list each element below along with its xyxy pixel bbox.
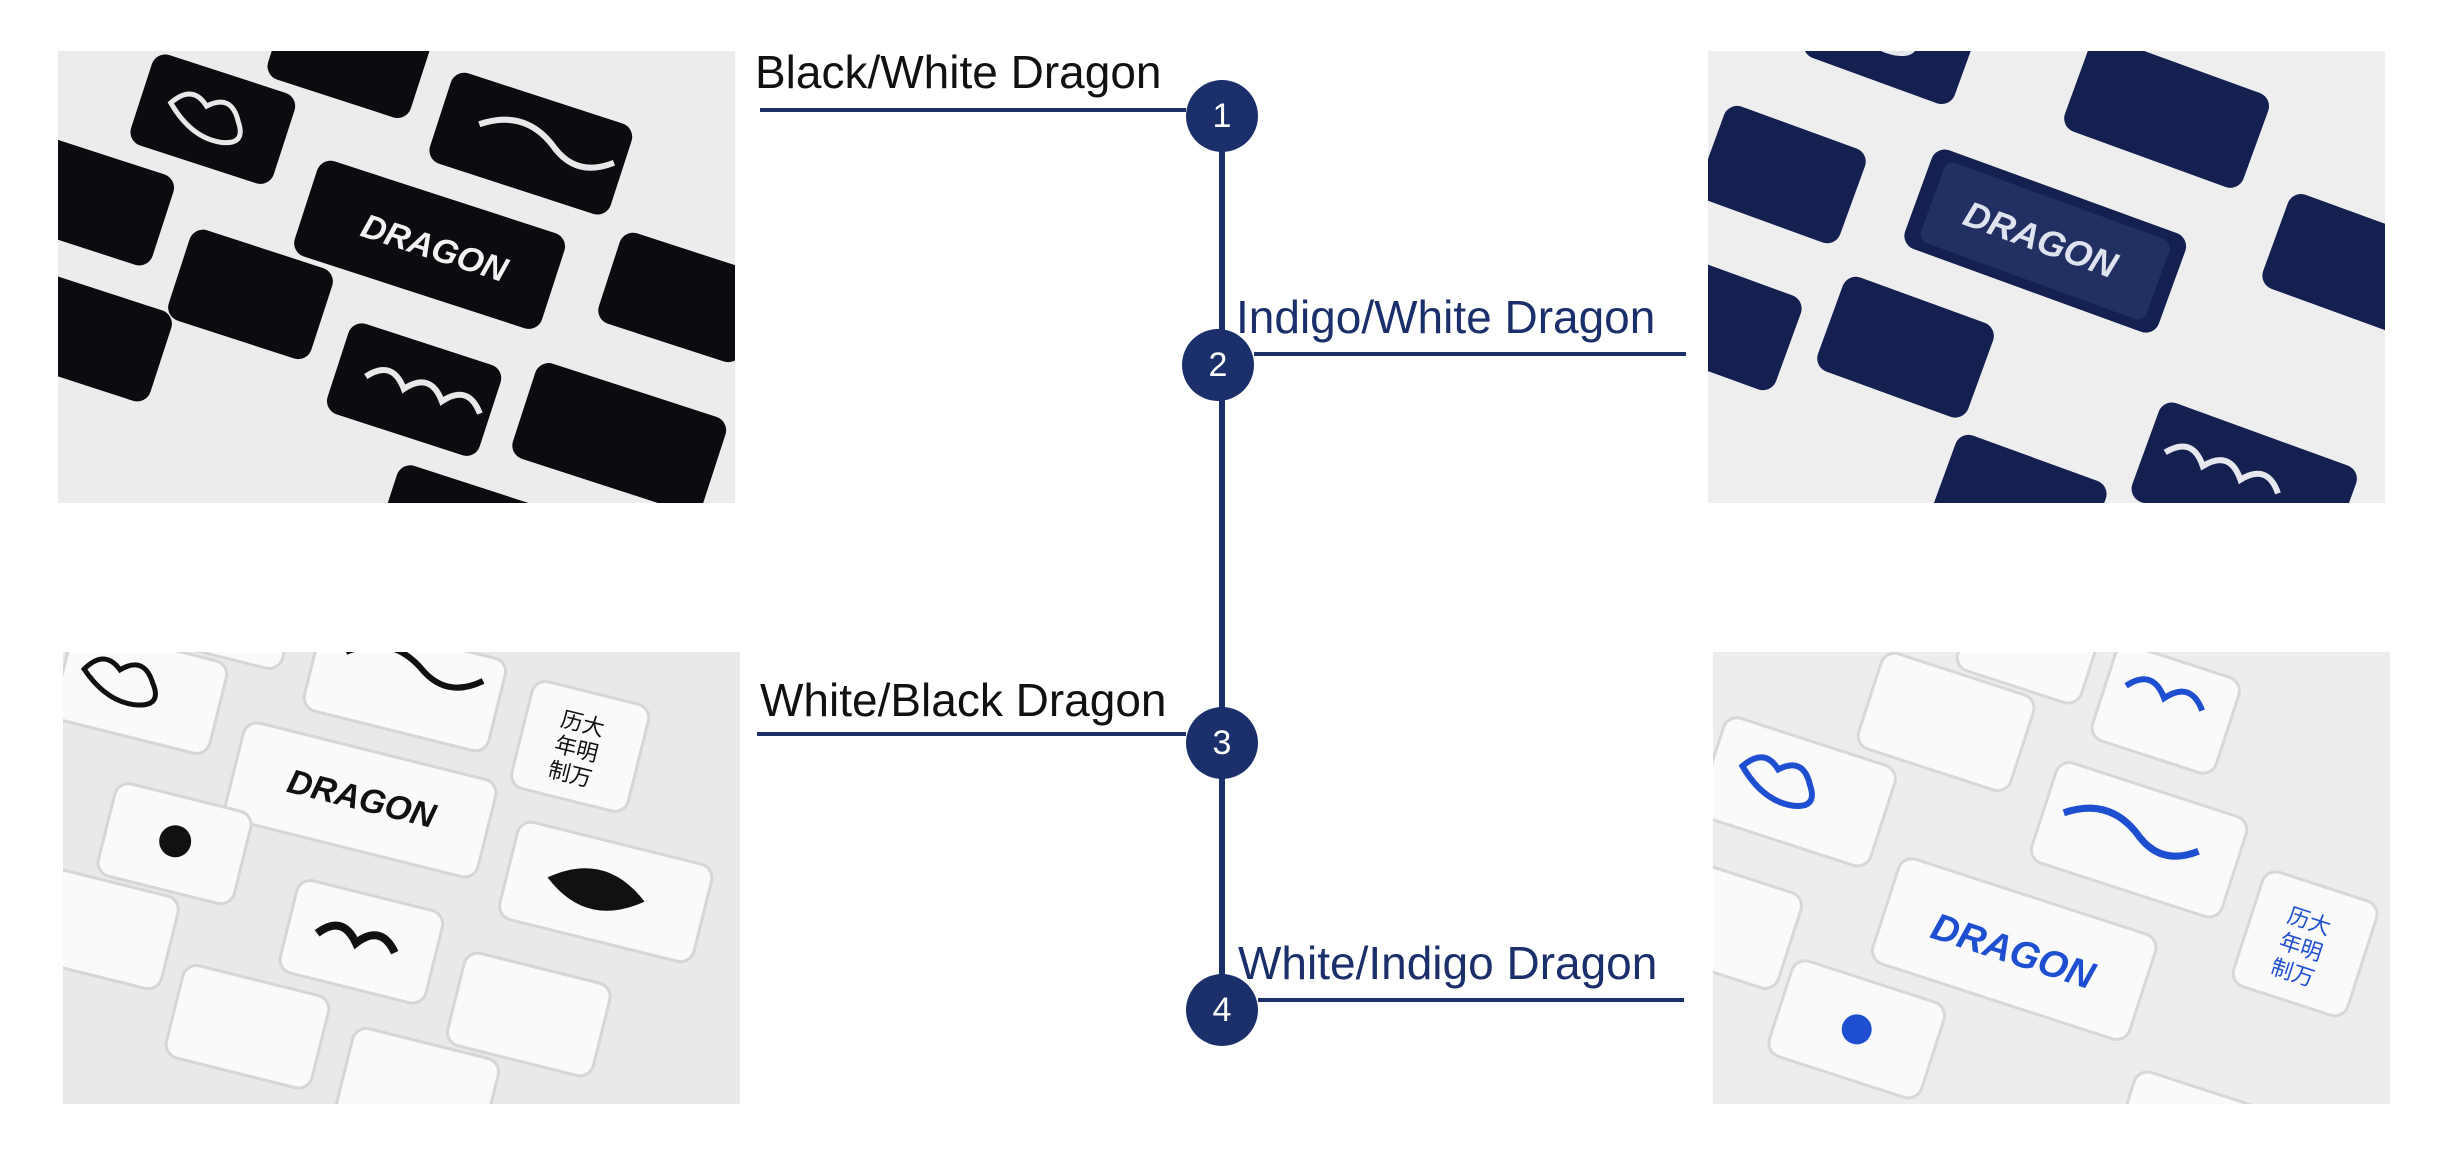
cloud-icon	[167, 91, 243, 146]
wave-icon	[314, 921, 399, 955]
keycap	[1817, 276, 1994, 418]
flame-icon	[1841, 1014, 1872, 1045]
step-badge-3: 3	[1186, 707, 1258, 779]
dragon-icon	[2062, 804, 2200, 860]
dragon-icon	[478, 116, 616, 171]
keycap	[130, 54, 296, 184]
cloud-icon	[80, 656, 158, 708]
keycap	[1803, 51, 1981, 105]
dragon-icon	[344, 652, 485, 691]
keycap	[445, 951, 612, 1078]
cloud-icon	[1738, 754, 1815, 809]
keycap	[294, 160, 566, 329]
photo-white-black-dragon: DRAGON 历大 年明 制万	[63, 652, 740, 1104]
step-badge-4: 4	[1186, 974, 1258, 1046]
step-label-1: Black/White Dragon	[755, 46, 1162, 98]
keycap	[1856, 652, 2036, 793]
photo-indigo-white-dragon: DRAGON	[1708, 51, 2385, 503]
wave-icon	[2124, 676, 2205, 712]
keycap	[302, 652, 508, 753]
keycap	[168, 229, 333, 360]
step-badge-1: 1	[1186, 80, 1258, 152]
keycap	[223, 721, 498, 879]
keycap	[2231, 870, 2379, 1018]
keycap	[2090, 652, 2241, 775]
step-badge-2: 2	[1182, 329, 1254, 401]
keycap	[2109, 1070, 2308, 1104]
eye-icon	[547, 868, 645, 911]
step-label-2: Indigo/White Dragon	[1236, 291, 1656, 343]
keycap	[1870, 857, 2158, 1042]
wave-icon	[364, 367, 483, 415]
wave-icon	[2163, 443, 2281, 495]
step-label-3: White/Black Dragon	[760, 674, 1167, 726]
keycap	[1708, 105, 1866, 244]
keycap	[267, 51, 433, 119]
keycap	[1955, 652, 2105, 705]
keycap	[1713, 852, 1803, 990]
keycap	[1708, 252, 1802, 391]
keycap	[58, 139, 175, 266]
keycap	[375, 465, 550, 503]
keycap	[2262, 194, 2385, 335]
keycap	[510, 680, 651, 813]
keycap	[1929, 434, 2107, 503]
keycap	[164, 964, 331, 1090]
keycap	[2131, 402, 2357, 503]
keycap	[135, 652, 301, 670]
keycap	[1713, 716, 1897, 868]
keycap	[429, 72, 633, 215]
keycap	[2064, 51, 2270, 188]
keycap	[326, 323, 502, 456]
photo-white-indigo-dragon: DRAGON 历大 年明 制万	[1713, 652, 2390, 1104]
keycap	[334, 1026, 501, 1104]
keycap	[58, 272, 172, 402]
keycap	[63, 864, 180, 991]
step-label-4: White/Indigo Dragon	[1238, 937, 1658, 989]
keycap	[598, 232, 735, 363]
photo-black-white-dragon: DRAGON	[58, 51, 735, 503]
flame-icon	[159, 825, 192, 858]
keycap	[512, 363, 727, 503]
